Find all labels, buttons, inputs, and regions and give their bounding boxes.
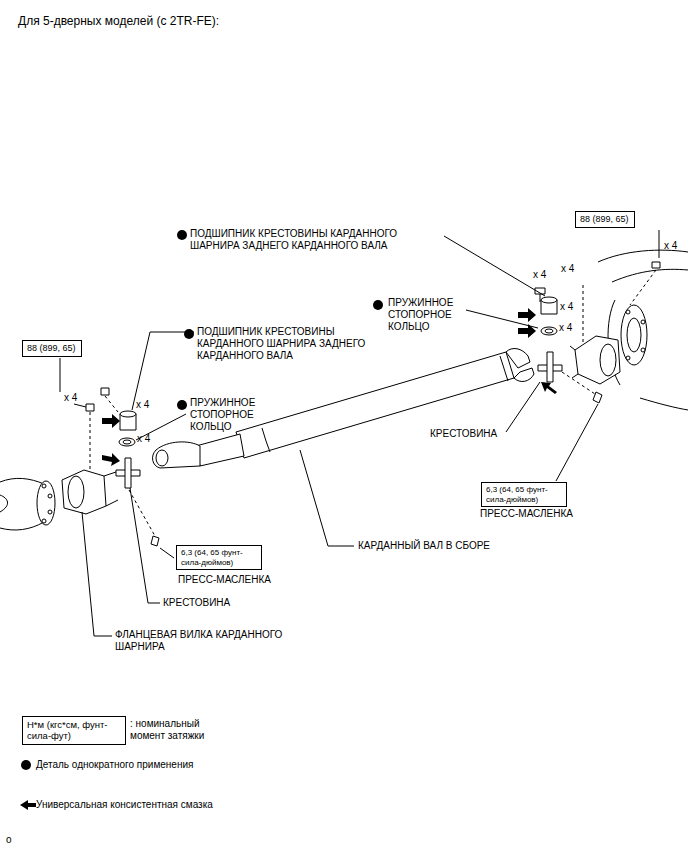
legend-text: : номинальный момент затяжки [130,718,220,742]
part-label: КАРДАННЫЙ ВАЛ В СБОРЕ [358,540,490,552]
torque-value: 6,3 (64, 65 фунт-сила-дюймов) [181,548,257,567]
torque-box: 6,3 (64, 65 фунт-сила-дюймов) [176,545,262,570]
torque-box: 6,3 (64, 65 фунт-сила-дюймов) [481,482,567,507]
legend-text: Универсальная консистентная смазка [36,799,213,811]
quantity-label: x 4 [533,269,546,281]
legend-marks [20,760,36,810]
torque-value: 88 (899, 65) [27,343,77,354]
part-label: КРЕСТОВИНА [430,428,497,440]
quantity-label: x 4 [664,240,677,252]
quantity-label: x 4 [64,392,77,404]
torque-value: 6,3 (64, 65 фунт-сила-дюймов) [486,485,562,504]
part-label: ПРУЖИННОЕ СТОПОРНОЕ КОЛЬЦО [190,397,272,433]
quantity-label: x 4 [561,263,574,275]
part-label: ПРУЖИННОЕ СТОПОРНОЕ КОЛЬЦО [388,297,470,333]
transmission [0,478,55,530]
quantity-label: x 4 [136,399,149,411]
single-use-bullet [177,230,383,410]
bearing-cap-left [119,411,136,446]
flange-yoke-left [62,470,118,514]
shaft-tube [153,349,534,468]
torque-box: 88 (899, 65) [22,340,82,357]
spider-right [538,352,602,403]
flange-yoke-right [570,336,620,384]
torque-box: Н*м (кгс*см, фунт-сила-фут) [22,716,126,745]
part-label: ПОДШИПНИК КРЕСТОВИНЫ КАРДАННОГО ШАРНИРА … [197,326,375,362]
part-label: ПРЕСС-МАСЛЕНКА [480,508,573,520]
torque-value: 88 (899, 65) [580,214,630,225]
legend-text: Деталь однократного применения [36,759,193,771]
part-label: ФЛАНЦЕВАЯ ВИЛКА КАРДАННОГО ШАРНИРА [115,629,320,653]
part-label: ПРЕСС-МАСЛЕНКА [178,574,271,586]
leader-line [60,230,659,636]
torque-box: 88 (899, 65) [575,211,635,228]
page-title: Для 5-дверных моделей (с 2TR-FE): [18,14,219,28]
quantity-label: x 4 [559,322,572,334]
rear-axle [598,250,688,410]
quantity-label: x 4 [560,301,573,313]
part-label: ПОДШИПНИК КРЕСТОВИНЫ КАРДАННОГО ШАРНИРА … [190,228,430,252]
quantity-label: x 4 [137,433,150,445]
part-label: КРЕСТОВИНА [163,597,230,609]
bearing-cap-right [541,297,557,335]
grease-arrow [102,308,557,466]
figure-code: o [6,834,12,846]
torque-value: Н*м (кгс*см, фунт-сила-фут) [27,719,121,742]
